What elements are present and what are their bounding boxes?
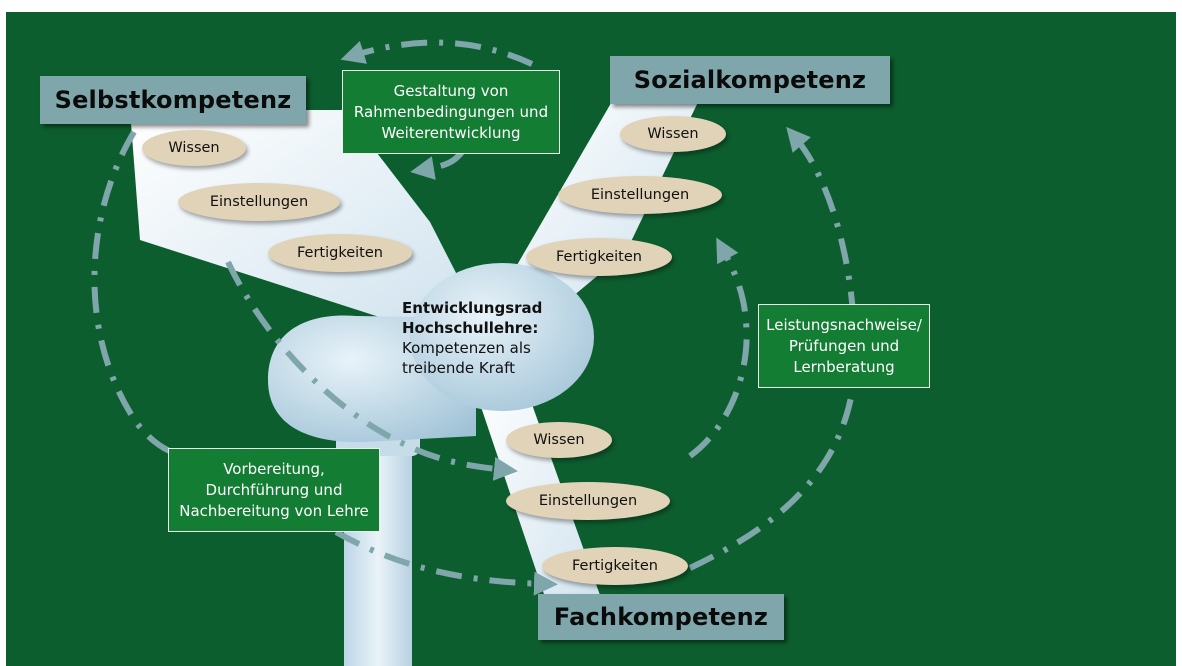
box-rahmenbedingungen: Gestaltung von Rahmenbedingungen und Wei… — [342, 70, 560, 154]
hub-caption: Entwicklungsrad Hochschullehre: Kompeten… — [402, 298, 562, 378]
oval-subject-fertigkeiten: Fertigkeiten — [542, 547, 688, 585]
blade-self — [130, 110, 476, 332]
heading-selbstkompetenz: Selbstkompetenz — [40, 76, 306, 124]
hub-text-line1: Kompetenzen als — [402, 339, 531, 357]
arrow-right-outer — [688, 126, 858, 571]
hub-title-line1: Entwicklungsrad — [402, 299, 543, 317]
oval-social-einstellungen: Einstellungen — [558, 176, 722, 214]
oval-social-wissen: Wissen — [620, 116, 726, 152]
arrow-right-inner — [688, 237, 750, 459]
heading-fachkompetenz: Fachkompetenz — [538, 594, 784, 640]
oval-self-wissen: Wissen — [142, 130, 246, 166]
heading-sozialkompetenz: Sozialkompetenz — [610, 56, 890, 104]
arrow-top — [340, 39, 534, 67]
oval-subject-einstellungen: Einstellungen — [506, 482, 670, 520]
oval-subject-wissen: Wissen — [506, 422, 612, 458]
box-leistungsnachweise: Leistungsnachweise/ Prüfungen und Lernbe… — [758, 304, 930, 388]
arrow-left-inner — [225, 260, 518, 481]
arrow-left-outer — [91, 130, 217, 461]
diagram-canvas: Selbstkompetenz Sozialkompetenz Fachkomp… — [6, 12, 1176, 666]
oval-social-fertigkeiten: Fertigkeiten — [526, 238, 672, 276]
oval-self-einstellungen: Einstellungen — [178, 183, 340, 221]
arrow-bottom — [334, 529, 558, 596]
arrow-top-inner — [410, 150, 465, 180]
hub-text-line2: treibende Kraft — [402, 359, 515, 377]
oval-self-fertigkeiten: Fertigkeiten — [268, 234, 412, 272]
box-vorbereitung: Vorbereitung, Durchführung und Nachberei… — [168, 448, 380, 532]
turbine-hub — [410, 263, 594, 411]
hub-title-line2: Hochschullehre: — [402, 319, 539, 337]
